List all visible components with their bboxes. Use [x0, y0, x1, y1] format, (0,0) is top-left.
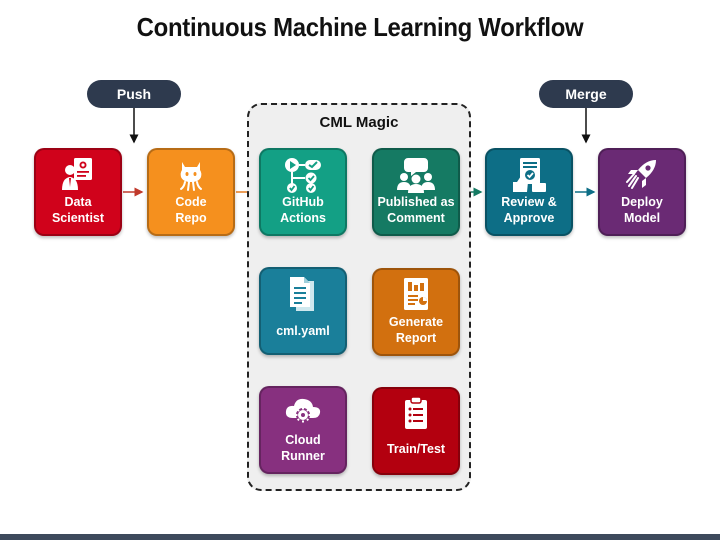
- cloud-gear-icon: [261, 394, 345, 432]
- scientist-icon: [36, 156, 120, 194]
- node-label: Train/Test: [386, 442, 446, 456]
- merge-pill: Merge: [539, 80, 633, 108]
- push-pill: Push: [87, 80, 181, 108]
- workflow-icon: [261, 156, 345, 194]
- page-title: Continuous Machine Learning Workflow: [136, 12, 584, 42]
- node-cml-yaml: cml.yaml: [259, 267, 347, 355]
- github-octocat-icon: [149, 156, 233, 194]
- node-label: Review &Approve: [501, 195, 557, 225]
- report-icon: [374, 276, 458, 314]
- node-train-test: Train/Test: [372, 387, 460, 475]
- node-review-approve: Review &Approve: [485, 148, 573, 236]
- rocket-icon: [600, 156, 684, 194]
- footer-bar: [0, 534, 720, 540]
- node-label: cml.yaml: [276, 324, 330, 338]
- clipboard-icon: [374, 395, 458, 433]
- approval-icon: [487, 156, 571, 194]
- cml-magic-label: CML Magic: [319, 114, 399, 131]
- document-icon: [261, 275, 345, 313]
- people-comment-icon: [374, 156, 458, 194]
